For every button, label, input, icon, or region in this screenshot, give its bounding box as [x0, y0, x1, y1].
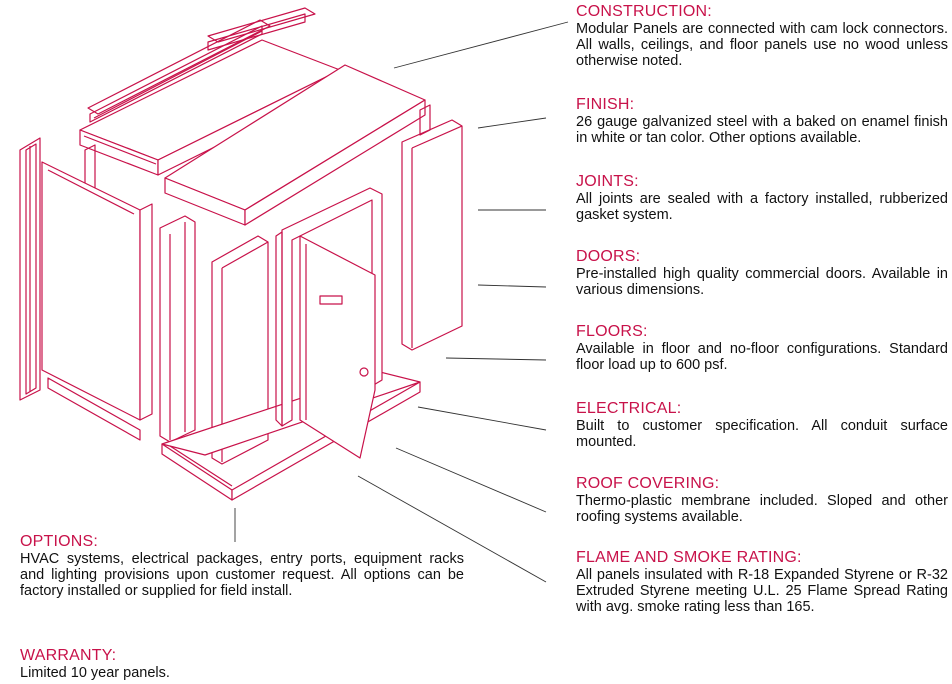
leader-construction	[393, 21, 569, 69]
joints-body: All joints are sealed with a factory ins…	[576, 191, 948, 223]
doors-section: DOORS: Pre-installed high quality commer…	[576, 248, 948, 298]
warranty-section: WARRANTY: Limited 10 year panels.	[20, 647, 464, 681]
construction-body: Modular Panels are connected with cam lo…	[576, 21, 948, 69]
roof-covering-body: Thermo-plastic membrane included. Sloped…	[576, 493, 948, 525]
warranty-title: WARRANTY:	[20, 647, 117, 664]
finish-title: FINISH:	[576, 96, 635, 113]
corner-panel-left	[159, 215, 196, 443]
roof-panel-front-right	[164, 64, 426, 226]
leader-roof-covering	[395, 447, 547, 513]
doors-body: Pre-installed high quality commercial do…	[576, 266, 948, 298]
finish-section: FINISH: 26 gauge galvanized steel with a…	[576, 96, 948, 146]
joints-title: JOINTS:	[576, 173, 639, 190]
leader-floors	[445, 357, 547, 361]
leader-doors	[477, 284, 547, 288]
options-title: OPTIONS:	[20, 533, 99, 550]
electrical-body: Built to customer specification. All con…	[576, 418, 948, 450]
flame-smoke-title: FLAME AND SMOKE RATING:	[576, 549, 802, 566]
electrical-section: ELECTRICAL: Built to customer specificat…	[576, 400, 948, 450]
finish-body: 26 gauge galvanized steel with a baked o…	[576, 114, 948, 146]
options-body: HVAC systems, electrical packages, entry…	[20, 551, 464, 599]
front-wall-panel	[211, 235, 269, 465]
flame-smoke-section: FLAME AND SMOKE RATING: All panels insul…	[576, 549, 948, 615]
construction-title: CONSTRUCTION:	[576, 3, 712, 20]
joints-section: JOINTS: All joints are sealed with a fac…	[576, 173, 948, 223]
warranty-body: Limited 10 year panels.	[20, 665, 170, 681]
roof-covering-section: ROOF COVERING: Thermo-plastic membrane i…	[576, 475, 948, 525]
left-back-wall	[19, 137, 96, 401]
left-wall-panel	[41, 161, 153, 421]
rear-right-wall	[419, 104, 431, 136]
leader-flame-smoke	[357, 475, 547, 583]
floors-section: FLOORS: Available in floor and no-floor …	[576, 323, 948, 373]
leader-finish	[477, 117, 547, 129]
right-wall-panel	[401, 119, 463, 351]
construction-section: CONSTRUCTION: Modular Panels are connect…	[576, 3, 948, 69]
doors-title: DOORS:	[576, 248, 641, 265]
leader-electrical	[417, 406, 547, 431]
flame-smoke-body: All panels insulated with R-18 Expanded …	[576, 567, 948, 615]
options-section: OPTIONS: HVAC systems, electrical packag…	[20, 533, 464, 599]
floors-title: FLOORS:	[576, 323, 648, 340]
rear-roof-panel-right	[207, 7, 316, 51]
floors-body: Available in floor and no-floor configur…	[576, 341, 948, 373]
electrical-title: ELECTRICAL:	[576, 400, 682, 417]
roof-covering-title: ROOF COVERING:	[576, 475, 720, 492]
open-door	[299, 235, 376, 459]
